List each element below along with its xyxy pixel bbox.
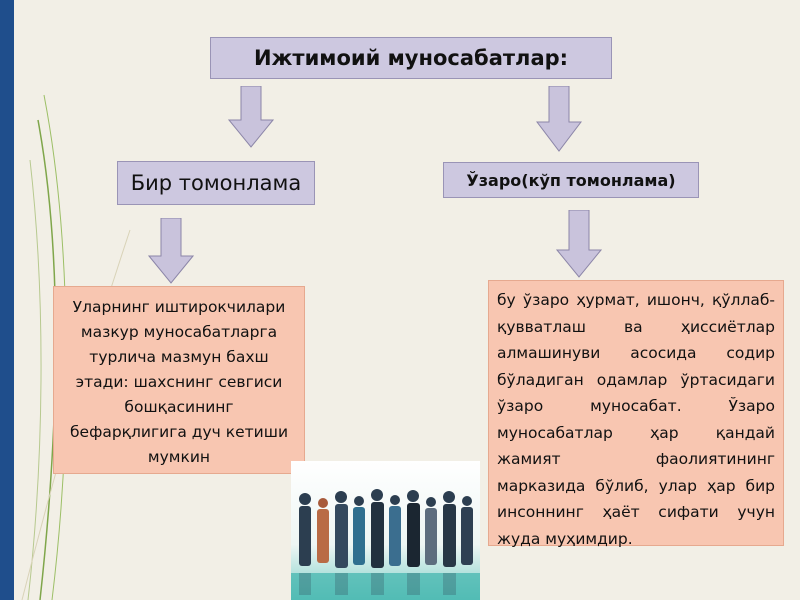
mutual-description: бу ўзаро ҳурмат, ишонч, қўллаб-қувватлаш… [488, 280, 784, 548]
arrow-down-icon [536, 86, 582, 152]
arrow-down-icon [148, 218, 194, 284]
one-sided-box: Бир томонлама [117, 161, 315, 205]
one-sided-label: Бир томонлама [130, 171, 302, 195]
one-sided-description: Уларнинг иштирокчилари мазкур муносабатл… [53, 286, 305, 474]
diagram-title: Ижтимоий муносабатлар: [253, 46, 569, 70]
business-people-photo [291, 461, 480, 600]
left-accent-bar [0, 0, 14, 600]
arrow-down-icon [228, 86, 274, 148]
arrow-down-icon [556, 210, 602, 278]
mutual-label: Ўзаро(кўп томонлама) [466, 170, 676, 190]
mutual-box: Ўзаро(кўп томонлама) [443, 162, 699, 198]
diagram-title-box: Ижтимоий муносабатлар: [210, 37, 612, 79]
